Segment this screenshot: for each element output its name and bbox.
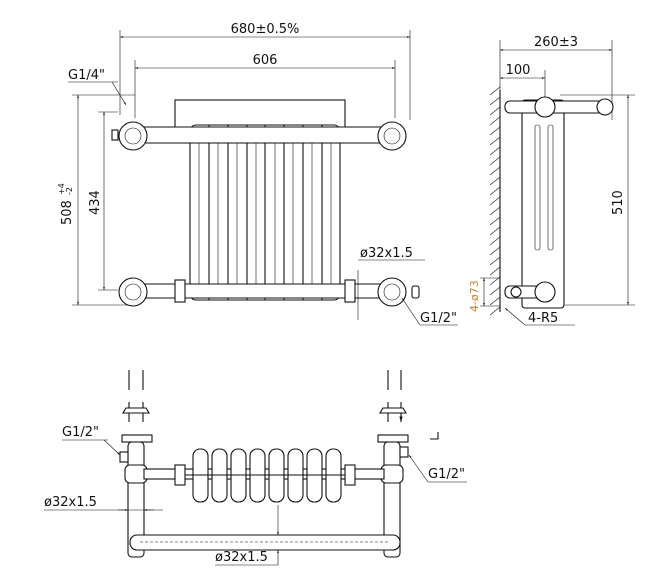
vent-thread-label: G1/4"	[68, 68, 105, 83]
wall-hatch	[489, 86, 501, 316]
dimension-606: 606	[134, 53, 396, 118]
bottom-towel-bar	[129, 534, 401, 551]
height-overall-label: 508	[60, 200, 75, 225]
top-rail	[111, 121, 407, 151]
wall-to-center-label: 100	[506, 63, 531, 78]
side-height-label: 510	[611, 190, 626, 215]
left-thread-label: G1/2"	[62, 425, 99, 440]
depth-overall-label: 260±3	[534, 35, 578, 50]
width-overall-label: 680±0.5%	[231, 22, 300, 37]
height-centers-label: 434	[88, 190, 103, 215]
wall-screws	[122, 370, 406, 422]
side-view: 260±3 100 510 4-ø73 4-R5	[468, 35, 635, 326]
bottom-rail	[118, 277, 420, 307]
dimension-680: 680±0.5%	[119, 22, 411, 120]
right-thread-label: G1/2"	[428, 467, 465, 482]
vertical-pipe-label: ø32x1.5	[44, 495, 97, 510]
pipe-size-label: ø32x1.5	[360, 246, 413, 261]
inlet-thread-label: G1/2"	[420, 311, 457, 326]
top-view: G1/2" G1/2" ø32x1.5 ø32x1.5	[44, 370, 467, 566]
radiator-sections	[174, 448, 356, 503]
left-upright	[119, 441, 148, 558]
front-view: 680±0.5% 606 G1/4" 508 +4 -2 434 ø32x1.5…	[57, 22, 458, 326]
radius-label: 4-R5	[528, 311, 558, 326]
height-tol-plus: +4	[57, 183, 66, 195]
height-tol-minus: -2	[65, 187, 74, 195]
bracket-dia-label: 4-ø73	[468, 280, 481, 312]
width-centers-label: 606	[253, 53, 278, 68]
radiator-columns	[174, 99, 346, 301]
bottom-bar-pipe-label: ø32x1.5	[215, 550, 268, 565]
right-upright	[380, 441, 409, 558]
flanges	[121, 432, 439, 443]
